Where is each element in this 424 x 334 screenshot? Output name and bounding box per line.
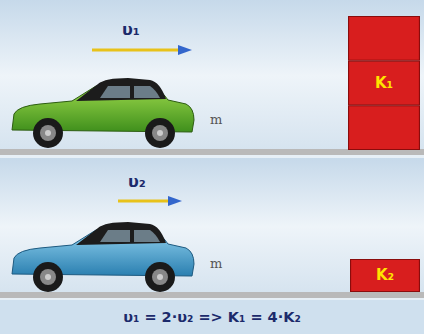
mass-label: m xyxy=(210,256,222,271)
velocity-label: υ₁ xyxy=(122,20,140,39)
velocity-arrow xyxy=(118,200,170,203)
mass-label: m xyxy=(210,112,222,127)
arrow-head xyxy=(178,45,192,55)
green-car xyxy=(12,78,194,148)
velocity-arrow xyxy=(92,49,180,52)
velocity-label: υ₂ xyxy=(128,172,146,191)
panel xyxy=(0,158,424,295)
arrow-head xyxy=(168,196,182,206)
blue-car xyxy=(12,222,194,292)
formula-caption: υ₁ = 2·υ₂ => K₁ = 4·K₂ xyxy=(0,309,424,325)
energy-block: K₁ xyxy=(348,16,420,150)
energy-label: K₂ xyxy=(350,268,420,283)
ground xyxy=(0,292,424,298)
panel xyxy=(0,0,424,152)
energy-label: K₁ xyxy=(348,76,420,91)
energy-block: K₂ xyxy=(350,259,420,292)
formula-band xyxy=(0,300,424,334)
